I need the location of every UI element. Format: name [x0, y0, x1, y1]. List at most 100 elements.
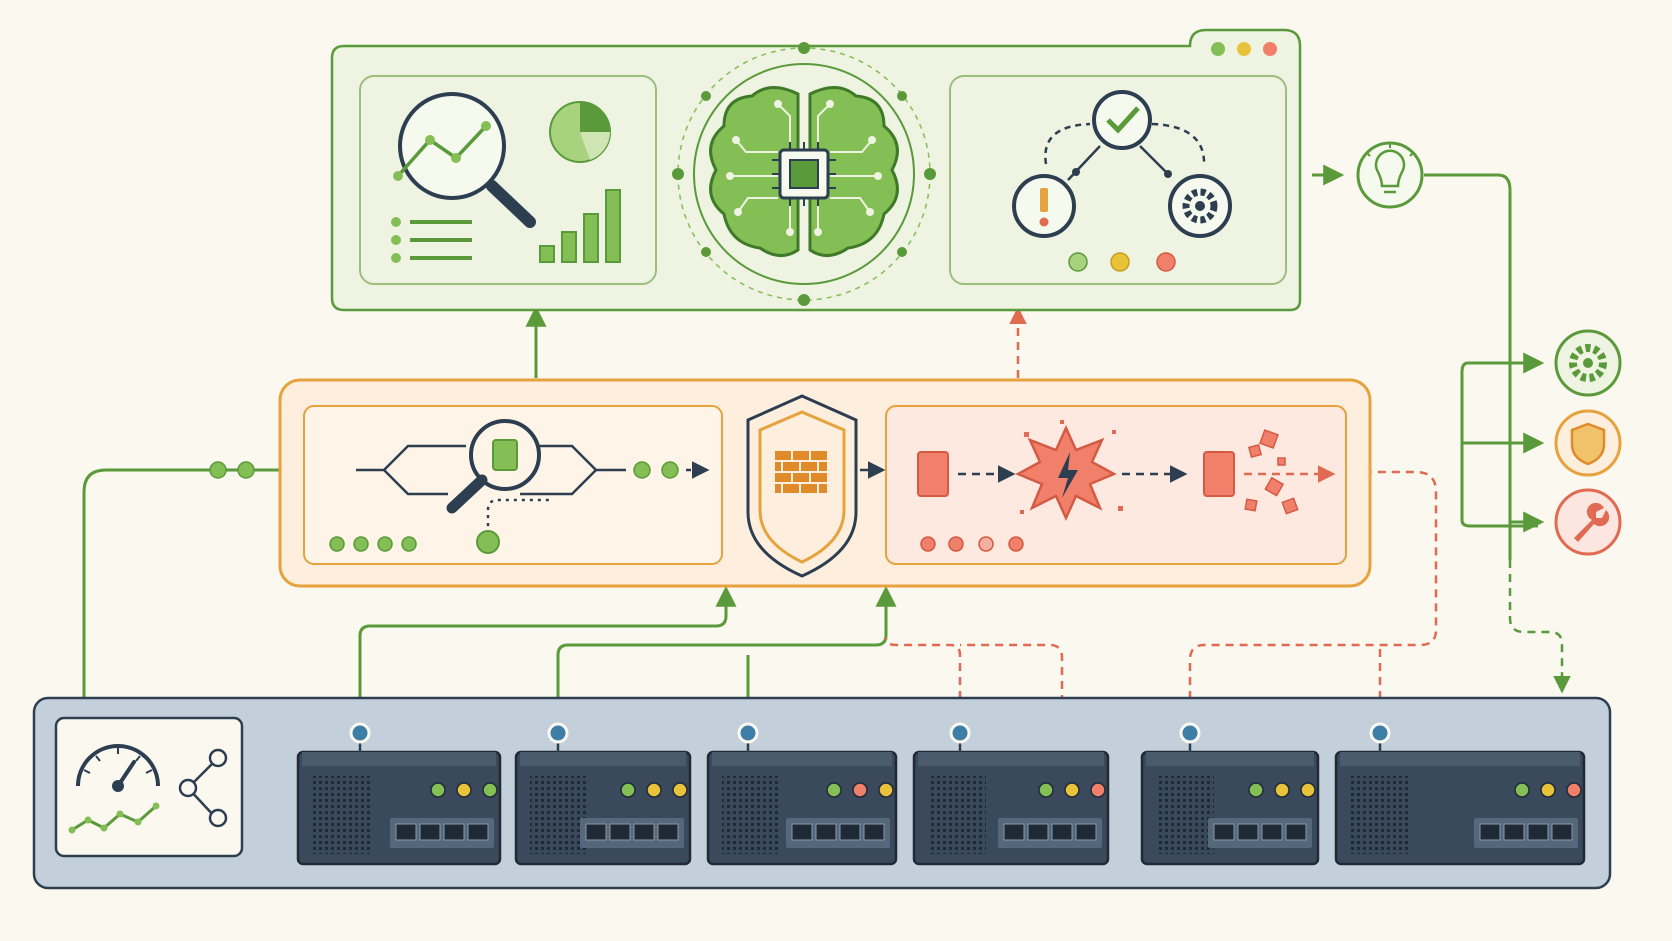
insight-branch-line — [1424, 173, 1512, 560]
branch-to-gear — [1460, 361, 1538, 528]
window-dot-green — [1211, 42, 1225, 56]
device-port-node[interactable] — [1369, 722, 1391, 744]
network-device[interactable] — [514, 722, 692, 866]
gear-output-icon — [1554, 329, 1622, 397]
check-icon — [1092, 90, 1152, 150]
gear-icon — [1168, 174, 1232, 238]
ethernet-port — [1003, 823, 1025, 841]
trend-line-icon — [68, 802, 160, 834]
shield-icon — [1554, 409, 1622, 477]
brain-icon — [709, 86, 899, 257]
device1-uplink — [358, 585, 737, 727]
status-led-green — [1038, 782, 1054, 798]
ethernet-port — [839, 823, 861, 841]
explosion-icon — [1015, 420, 1123, 522]
status-led-green — [1514, 782, 1530, 798]
ethernet-port — [815, 823, 837, 841]
status-led-yellow — [1274, 782, 1290, 798]
decision-panel — [949, 75, 1287, 285]
status-led-red — [1090, 782, 1106, 798]
network-layer — [32, 696, 1612, 890]
analytics-layer — [330, 28, 1302, 312]
insight-outputs — [1356, 141, 1622, 556]
network-device[interactable] — [296, 722, 502, 866]
network-device[interactable] — [1140, 722, 1320, 866]
vent-grille — [312, 776, 370, 854]
status-led-yellow — [1300, 782, 1316, 798]
network-device[interactable] — [706, 722, 898, 866]
status-led-yellow — [672, 782, 688, 798]
ethernet-port — [467, 823, 489, 841]
window-controls — [1211, 42, 1277, 56]
status-led-yellow — [456, 782, 472, 798]
ethernet-port — [1261, 823, 1283, 841]
device4b-threat-link — [960, 643, 1064, 745]
device-port-node[interactable] — [547, 722, 569, 744]
status-led-green — [1248, 782, 1264, 798]
window-dot-yellow — [1237, 42, 1251, 56]
ethernet-port — [1527, 823, 1549, 841]
device-port-node[interactable] — [1179, 722, 1201, 744]
cpu-chip-icon — [772, 142, 836, 206]
status-led-yellow — [878, 782, 894, 798]
status-led-yellow — [1064, 782, 1080, 798]
status-led-yellow — [1540, 782, 1556, 798]
ethernet-port — [419, 823, 441, 841]
magnifier-chart-icon — [393, 92, 536, 228]
ai-brain-panel — [672, 42, 936, 306]
ethernet-port — [633, 823, 655, 841]
ethernet-port — [791, 823, 813, 841]
status-led-green — [826, 782, 842, 798]
security-layer — [209, 378, 1372, 588]
device-port-node[interactable] — [949, 722, 971, 744]
window-dot-red — [1263, 42, 1277, 56]
firewall-shield — [746, 394, 886, 578]
vent-grille — [1350, 776, 1408, 854]
ethernet-port — [443, 823, 465, 841]
status-led-green — [620, 782, 636, 798]
ethernet-port — [1503, 823, 1525, 841]
vent-grille — [722, 776, 780, 854]
packet-icon — [917, 451, 949, 497]
list-icon — [391, 217, 472, 263]
debris-fragments — [1244, 429, 1299, 515]
firewall-icon — [773, 449, 829, 495]
status-led-red — [1566, 782, 1582, 798]
share-nodes-icon — [178, 748, 228, 828]
ethernet-port — [1479, 823, 1501, 841]
ethernet-port — [1551, 823, 1573, 841]
pie-chart-icon — [549, 101, 611, 163]
status-led-red — [852, 782, 868, 798]
threat-panel — [885, 405, 1347, 565]
ethernet-port — [1213, 823, 1235, 841]
network-device[interactable] — [1334, 722, 1586, 866]
network-devices — [296, 722, 1586, 866]
ethernet-port — [863, 823, 885, 841]
bar-chart-icon — [539, 189, 621, 263]
alert-icon — [1012, 174, 1076, 238]
vent-grille — [1156, 776, 1214, 854]
status-led-green — [482, 782, 498, 798]
ethernet-port — [1285, 823, 1307, 841]
ethernet-port — [1075, 823, 1097, 841]
ethernet-port — [609, 823, 631, 841]
packet-inspect-icon — [446, 419, 541, 514]
network-device[interactable] — [912, 722, 1110, 866]
lightbulb-icon — [1356, 141, 1424, 209]
ethernet-port — [657, 823, 679, 841]
gauge-icon — [76, 744, 160, 792]
monitor-card — [54, 716, 244, 858]
inspection-panel — [303, 405, 723, 565]
feedback-to-network — [1508, 560, 1571, 694]
status-led-yellow — [646, 782, 662, 798]
ethernet-port — [1051, 823, 1073, 841]
ethernet-port — [395, 823, 417, 841]
ethernet-port — [1237, 823, 1259, 841]
device-port-node[interactable] — [737, 722, 759, 744]
ethernet-port — [1027, 823, 1049, 841]
vent-grille — [928, 776, 986, 854]
monitoring-panel — [359, 75, 657, 285]
device-port-node[interactable] — [349, 722, 371, 744]
vent-grille — [530, 776, 588, 854]
